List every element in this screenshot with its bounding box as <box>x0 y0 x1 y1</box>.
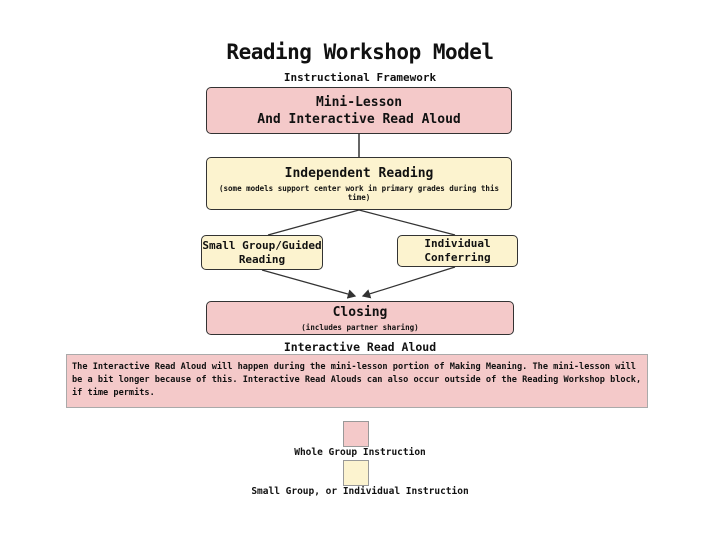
independent-reading-note: (some models support center work in prim… <box>219 184 499 202</box>
individual-line1: Individual <box>424 237 491 250</box>
independent-reading-box: Independent Reading (some models support… <box>206 157 512 210</box>
diagram-subtitle: Instructional Framework <box>283 71 437 84</box>
mini-lesson-box: Mini-Lesson And Interactive Read Aloud <box>206 87 512 134</box>
legend-swatch-small-group <box>343 460 369 486</box>
interactive-read-aloud-label: Interactive Read Aloud <box>283 340 437 354</box>
mini-lesson-line1: Mini-Lesson <box>315 94 403 110</box>
individual-line2: Conferring <box>424 251 491 264</box>
connector-individual-to-closing <box>361 266 456 299</box>
mini-lesson-line2: And Interactive Read Aloud <box>257 111 461 127</box>
closing-label: Closing <box>332 305 388 320</box>
independent-reading-label: Independent Reading <box>284 166 434 181</box>
note-text: The Interactive Read Aloud will happen d… <box>72 362 642 398</box>
small-group-line1: Small Group/Guided <box>202 238 322 252</box>
closing-note: (includes partner sharing) <box>301 323 419 332</box>
note-box: The Interactive Read Aloud will happen d… <box>66 354 648 408</box>
legend-label-small-group: Small Group, or Individual Instruction <box>251 486 469 497</box>
legend-label-whole-group: Whole Group Instruction <box>294 447 426 458</box>
connector-independent-to-individual <box>358 209 456 236</box>
diagram-title: Reading Workshop Model <box>226 40 494 64</box>
legend-swatch-whole-group <box>343 421 369 447</box>
closing-box: Closing (includes partner sharing) <box>206 301 514 335</box>
connector-independent-to-small-group <box>267 209 360 236</box>
small-group-line2: Reading <box>238 252 286 266</box>
individual-conferring-box: Individual Conferring <box>397 235 518 267</box>
small-group-box: Small Group/Guided Reading <box>201 235 323 270</box>
connector-small-group-to-closing <box>261 269 357 299</box>
